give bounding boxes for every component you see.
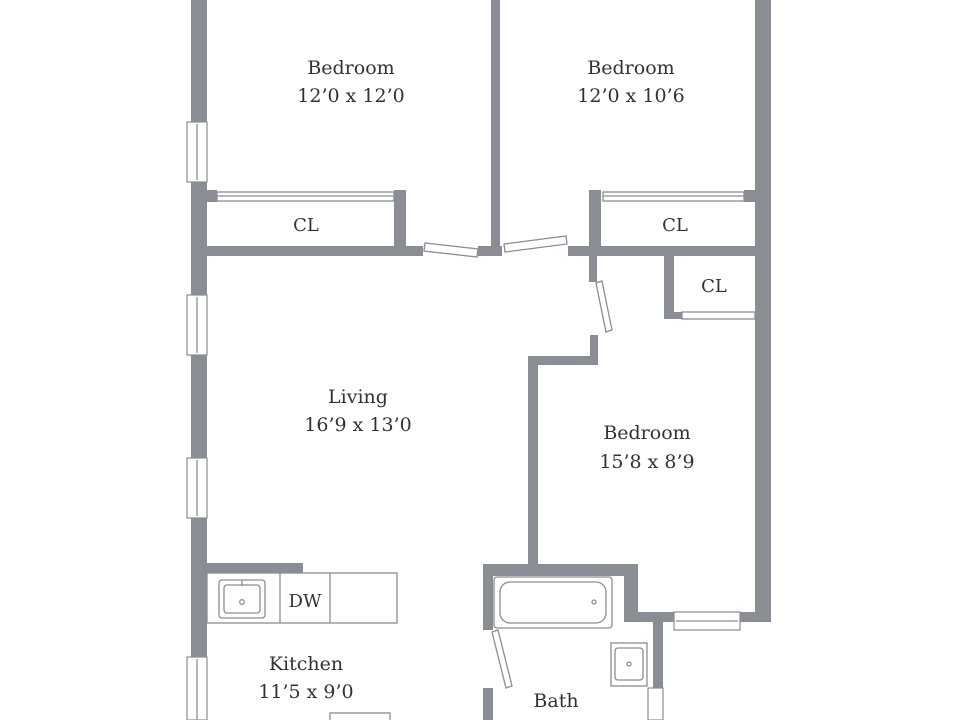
closet-label: CL <box>701 276 727 297</box>
room-name: Kitchen <box>269 653 343 675</box>
room-label-bedroom-3: Bedroom 15’8 x 8’9 <box>599 422 694 473</box>
room-name: Bath <box>533 690 578 712</box>
range-stub <box>329 712 391 720</box>
closet-label: CL <box>293 215 319 236</box>
closet-label: CL <box>662 215 688 236</box>
room-name: Living <box>328 386 388 408</box>
room-name: Bedroom <box>587 57 674 79</box>
kitchen-sink-icon <box>218 579 266 619</box>
room-dimensions: 12’0 x 10’6 <box>577 85 684 107</box>
room-dimensions: 12’0 x 12’0 <box>297 85 404 107</box>
room-name: Bedroom <box>603 422 690 444</box>
closet-doors <box>216 191 756 320</box>
dishwasher-label: DW <box>289 591 322 612</box>
room-label-kitchen: Kitchen 11’5 x 9’0 <box>258 653 353 703</box>
room-label-bath: Bath <box>533 690 578 712</box>
room-name: Bedroom <box>307 57 394 79</box>
bath-sink-icon <box>610 642 648 687</box>
room-label-bedroom-1: Bedroom 12’0 x 12’0 <box>297 57 404 107</box>
room-dimensions: 11’5 x 9’0 <box>258 681 353 703</box>
room-dimensions: 15’8 x 8’9 <box>599 451 694 473</box>
walls <box>191 0 771 720</box>
room-label-bedroom-2: Bedroom 12’0 x 10’6 <box>577 57 684 107</box>
bathtub-icon <box>493 576 613 629</box>
windows <box>186 121 741 720</box>
doors <box>423 235 613 689</box>
room-dimensions: 16’9 x 13’0 <box>304 414 411 436</box>
room-label-living: Living 16’9 x 13’0 <box>304 386 411 436</box>
